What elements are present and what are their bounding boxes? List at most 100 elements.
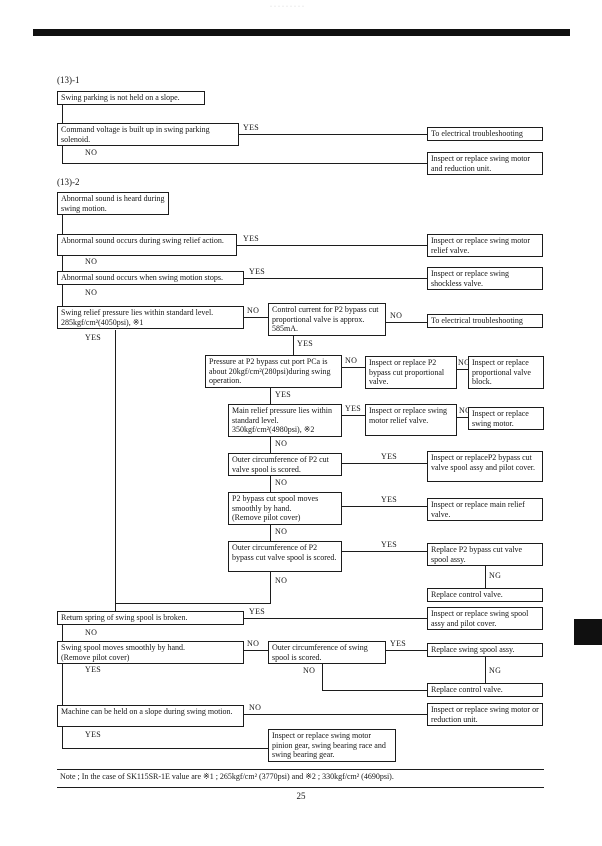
branch-label-ng: NG [489,666,502,675]
connector-line [342,551,427,552]
connector-line [342,463,427,464]
result-main-relief-valve: Inspect or replace main relief valve. [427,498,543,522]
connector-line [270,475,271,492]
footnote: Note ; In the case of SK115SR-1E value a… [60,772,394,781]
connector-line [244,317,268,318]
note-bottom-rule [57,787,544,788]
connector-line [62,163,427,164]
node-swing-parking-not-held: Swing parking is not held on a slope. [57,91,205,105]
branch-label-no: NO [275,439,288,448]
connector-line [322,663,323,690]
result-swing-motor-relief-valve-1: Inspect or replace swing motor relief va… [427,234,543,258]
branch-label-yes: YES [345,404,362,413]
branch-label-no: NO [303,666,316,675]
result-swing-shockless-valve: Inspect or replace swing shockless valve… [427,267,543,291]
connector-line [62,727,63,748]
section-heading-13-1: (13)-1 [57,75,80,85]
connector-line [62,256,63,271]
connector-line [244,650,268,651]
node-p2-cut-spool-scored: Outer circumference of P2 cut valve spoo… [228,453,342,477]
connector-line [457,369,468,370]
branch-label-no: NO [85,288,98,297]
result-electrical-troubleshooting-1: To electrical troubleshooting [427,127,543,141]
connector-line [457,417,468,418]
branch-label-yes: YES [381,495,398,504]
section-heading-13-2: (13)-2 [57,177,80,187]
branch-label-yes: YES [243,234,260,243]
connector-line [270,572,271,603]
connector-line [270,388,271,404]
page-number: 25 [296,791,306,801]
result-swing-motor-reduction-1: Inspect or replace swing motor and reduc… [427,152,543,176]
node-swing-spool-moves: Swing spool moves smoothly by hand. (Rem… [57,641,244,665]
branch-label-no: NO [345,356,358,365]
node-p2-bypass-spool-scored: Outer circumference of P2 bypass cut val… [228,541,342,572]
branch-label-yes: YES [381,452,398,461]
result-swing-spool-assy-pilot-cover: Inspect or replace swing spool assy and … [427,607,543,631]
branch-label-no: NO [247,639,260,648]
result-electrical-troubleshooting-2: To electrical troubleshooting [427,314,543,328]
node-p2-spool-moves: P2 bypass cut spool moves smoothly by ha… [228,492,342,525]
connector-line [62,748,268,749]
branch-label-no: NO [85,257,98,266]
branch-label-yes: YES [297,339,314,348]
connector-line [386,650,427,651]
node-swing-spool-scored: Outer circumference of swing spool is sc… [268,641,386,665]
node-main-relief-pressure: Main relief pressure lies within standar… [228,404,342,437]
branch-label-yes: YES [243,123,260,132]
branch-label-no: NO [249,703,262,712]
branch-label-no: NO [390,311,403,320]
branch-label-yes: YES [390,639,407,648]
result-swing-motor-reduction-2: Inspect or replace swing motor or reduct… [427,703,543,727]
node-sound-during-relief: Abnormal sound occurs during swing relie… [57,234,237,256]
connector-line [485,657,486,683]
branch-label-no: NO [247,306,260,315]
branch-label-no: NO [85,148,98,157]
connector-line [322,690,427,691]
node-control-current: Control current for P2 bypass cut propor… [268,303,386,336]
branch-label-yes: YES [275,390,292,399]
node-command-voltage: Command voltage is built up in swing par… [57,123,239,147]
connector-line [386,322,427,323]
result-replace-swing-spool-assy: Replace swing spool assy. [427,643,543,657]
branch-label-no: NO [275,576,288,585]
node-pressure-p2-port: Pressure at P2 bypass cut port PCa is ab… [205,355,342,388]
result-swing-motor-relief-valve-2: Inspect or replace swing motor relief va… [365,404,457,436]
connector-line [62,215,63,234]
connector-line [62,625,63,641]
result-p2-spool-assy-pilot-cover: Inspect or replaceP2 bypass cut valve sp… [427,451,543,482]
connector-line [342,506,427,507]
connector-line [342,415,365,416]
result-proportional-valve-block: Inspect or replace proportional valve bl… [468,356,544,389]
connector-line [244,618,427,619]
connector-line [62,145,63,163]
branch-label-yes: YES [85,730,102,739]
connector-line [293,336,294,355]
branch-label-no: NO [459,406,472,415]
branch-label-no: NO [275,527,288,536]
branch-label-yes: YES [249,267,266,276]
connector-line [244,278,427,279]
branch-label-yes: YES [249,607,266,616]
page-top-rule [33,29,570,36]
node-abnormal-sound-start: Abnormal sound is heard during swing mot… [57,192,169,216]
branch-label-ng: NG [489,571,502,580]
branch-label-yes: YES [85,665,102,674]
branch-label-no: NO [275,478,288,487]
connector-line [342,367,365,368]
result-swing-pinion-bearing: Inspect or replace swing motor pinion ge… [268,729,396,762]
result-replace-control-valve-2: Replace control valve. [427,683,543,697]
node-sound-when-stops: Abnormal sound occurs when swing motion … [57,271,244,285]
connector-line [62,105,63,123]
branch-label-ng: NG [458,358,471,367]
connector-line [239,134,427,135]
node-return-spring-broken: Return spring of swing spool is broken. [57,611,244,625]
scan-dots-artifact: ········· [270,4,306,10]
connector-line [244,714,427,715]
result-p2-proportional-valve: Inspect or replace P2 bypass cut proport… [365,356,457,389]
result-replace-p2-spool-assy: Replace P2 bypass cut valve spool assy. [427,543,543,567]
connector-line [270,437,271,453]
result-replace-control-valve-1: Replace control valve. [427,588,543,602]
section-tab-marker [574,619,602,645]
result-swing-motor: Inspect or replace swing motor. [468,407,544,431]
